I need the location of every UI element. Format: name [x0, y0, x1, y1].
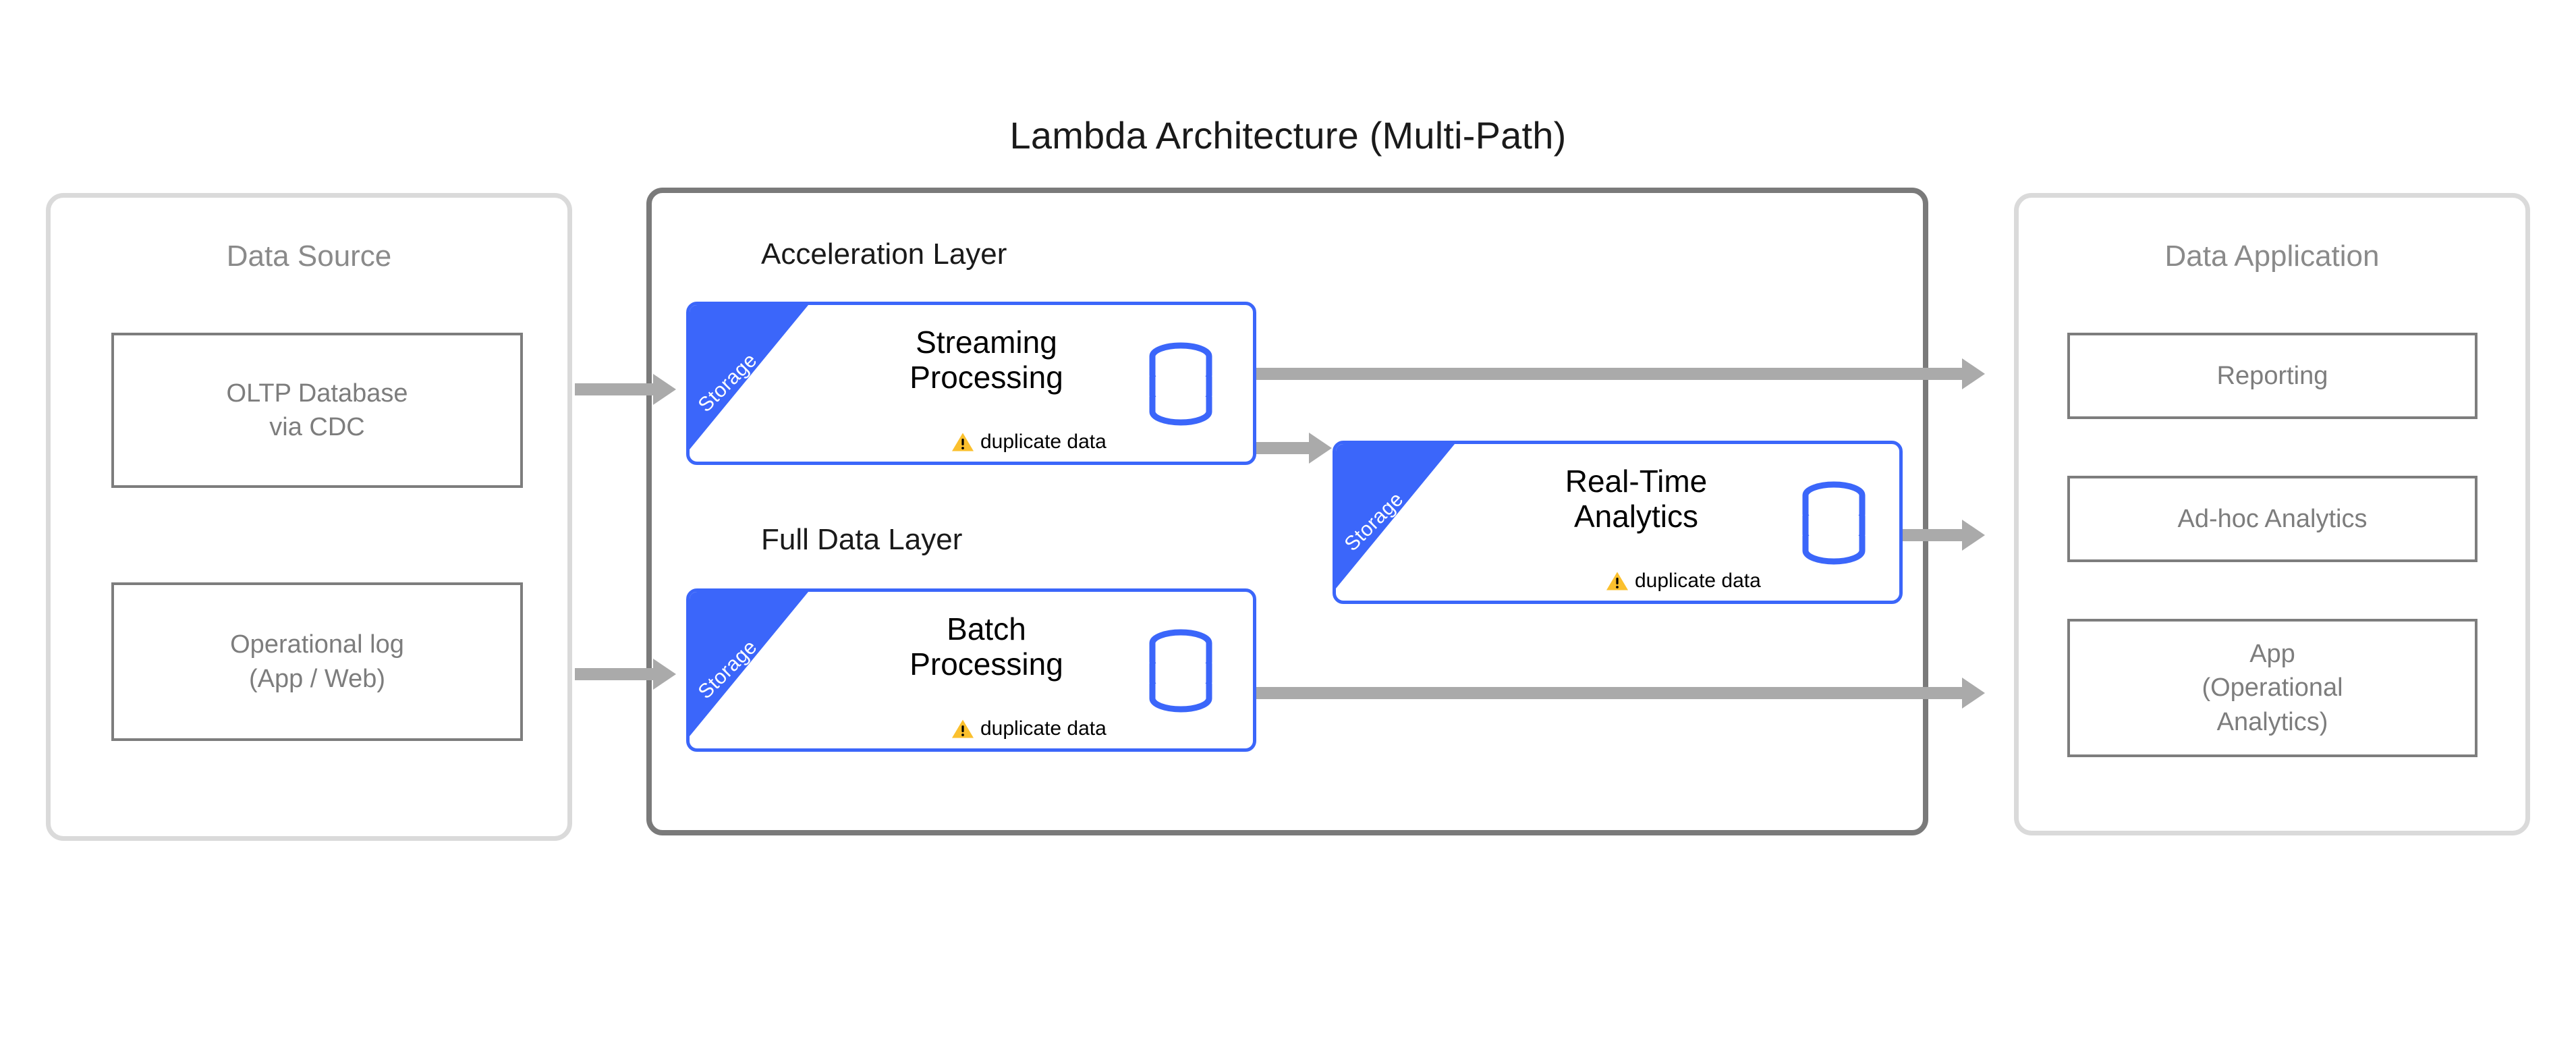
card-streaming-processing-warning-label: duplicate data [980, 431, 1107, 453]
app-box-adhoc-analytics[interactable]: Ad-hoc Analytics [2067, 476, 2477, 562]
data-application-title: Data Application [2164, 240, 2380, 273]
card-streaming-processing[interactable]: Storage Streaming Processing duplicate d… [686, 302, 1256, 465]
acceleration-layer-label: Acceleration Layer [761, 238, 1007, 271]
connector-streaming-to-realtime [1256, 442, 1312, 454]
warning-triangle-icon [1606, 572, 1628, 590]
connector-realtime-to-adhoc-arrowhead [1962, 520, 1985, 551]
data-source-title: Data Source [226, 240, 392, 273]
app-box-operational-analytics-label: App (Operational Analytics) [2202, 640, 2343, 736]
storage-ribbon: Storage [690, 592, 808, 736]
card-streaming-processing-title: Streaming Processing [909, 325, 1063, 395]
connector-oltp-to-streaming-arrowhead [653, 374, 676, 405]
warning-triangle-icon [952, 719, 974, 738]
card-batch-processing-title: Batch Processing [909, 611, 1063, 682]
data-source-panel: Data Source OLTP Database via CDC Operat… [46, 193, 572, 841]
card-batch-processing-warning-label: duplicate data [980, 717, 1107, 740]
storage-ribbon: Storage [690, 305, 808, 449]
storage-ribbon-label: Storage [1340, 488, 1408, 556]
connector-batch-to-app [1256, 687, 1965, 699]
database-cylinder-icon [1149, 342, 1212, 426]
card-real-time-analytics-warning-label: duplicate data [1635, 570, 1761, 592]
card-real-time-analytics-warning: duplicate data [1606, 570, 1761, 593]
source-box-oltp-database-label: OLTP Database via CDC [226, 379, 408, 441]
card-real-time-analytics-title: Real-Time Analytics [1565, 464, 1708, 534]
connector-streaming-to-realtime-arrowhead [1309, 433, 1332, 464]
connector-oplog-to-batch-arrowhead [653, 659, 676, 690]
card-batch-processing[interactable]: Storage Batch Processing duplicate data [686, 588, 1256, 752]
card-batch-processing-warning: duplicate data [951, 717, 1107, 740]
connector-streaming-to-reporting-arrowhead [1962, 358, 1985, 389]
app-box-reporting[interactable]: Reporting [2067, 333, 2477, 419]
page-title: Lambda Architecture (Multi-Path) [1009, 114, 1567, 157]
connector-streaming-to-reporting [1256, 368, 1965, 380]
database-cylinder-icon [1149, 629, 1212, 713]
source-box-oltp-database[interactable]: OLTP Database via CDC [111, 333, 523, 488]
storage-ribbon: Storage [1336, 444, 1455, 588]
connector-oltp-to-streaming [575, 383, 656, 395]
connector-realtime-to-adhoc [1903, 529, 1965, 541]
database-cylinder-icon [1802, 481, 1866, 565]
data-application-panel: Data Application Reporting Ad-hoc Analyt… [2014, 193, 2530, 835]
card-streaming-processing-warning: duplicate data [951, 431, 1107, 453]
full-data-layer-label: Full Data Layer [761, 523, 963, 556]
warning-triangle-icon [952, 433, 974, 451]
app-box-reporting-label: Reporting [2216, 361, 2328, 390]
card-real-time-analytics[interactable]: Storage Real-Time Analytics duplicate da… [1333, 441, 1903, 604]
source-box-operational-log-label: Operational log (App / Web) [230, 630, 404, 693]
connector-batch-to-app-arrowhead [1962, 678, 1985, 709]
source-box-operational-log[interactable]: Operational log (App / Web) [111, 582, 523, 741]
app-box-adhoc-analytics-label: Ad-hoc Analytics [2177, 504, 2368, 533]
connector-oplog-to-batch [575, 668, 656, 680]
app-box-operational-analytics[interactable]: App (Operational Analytics) [2067, 619, 2477, 757]
